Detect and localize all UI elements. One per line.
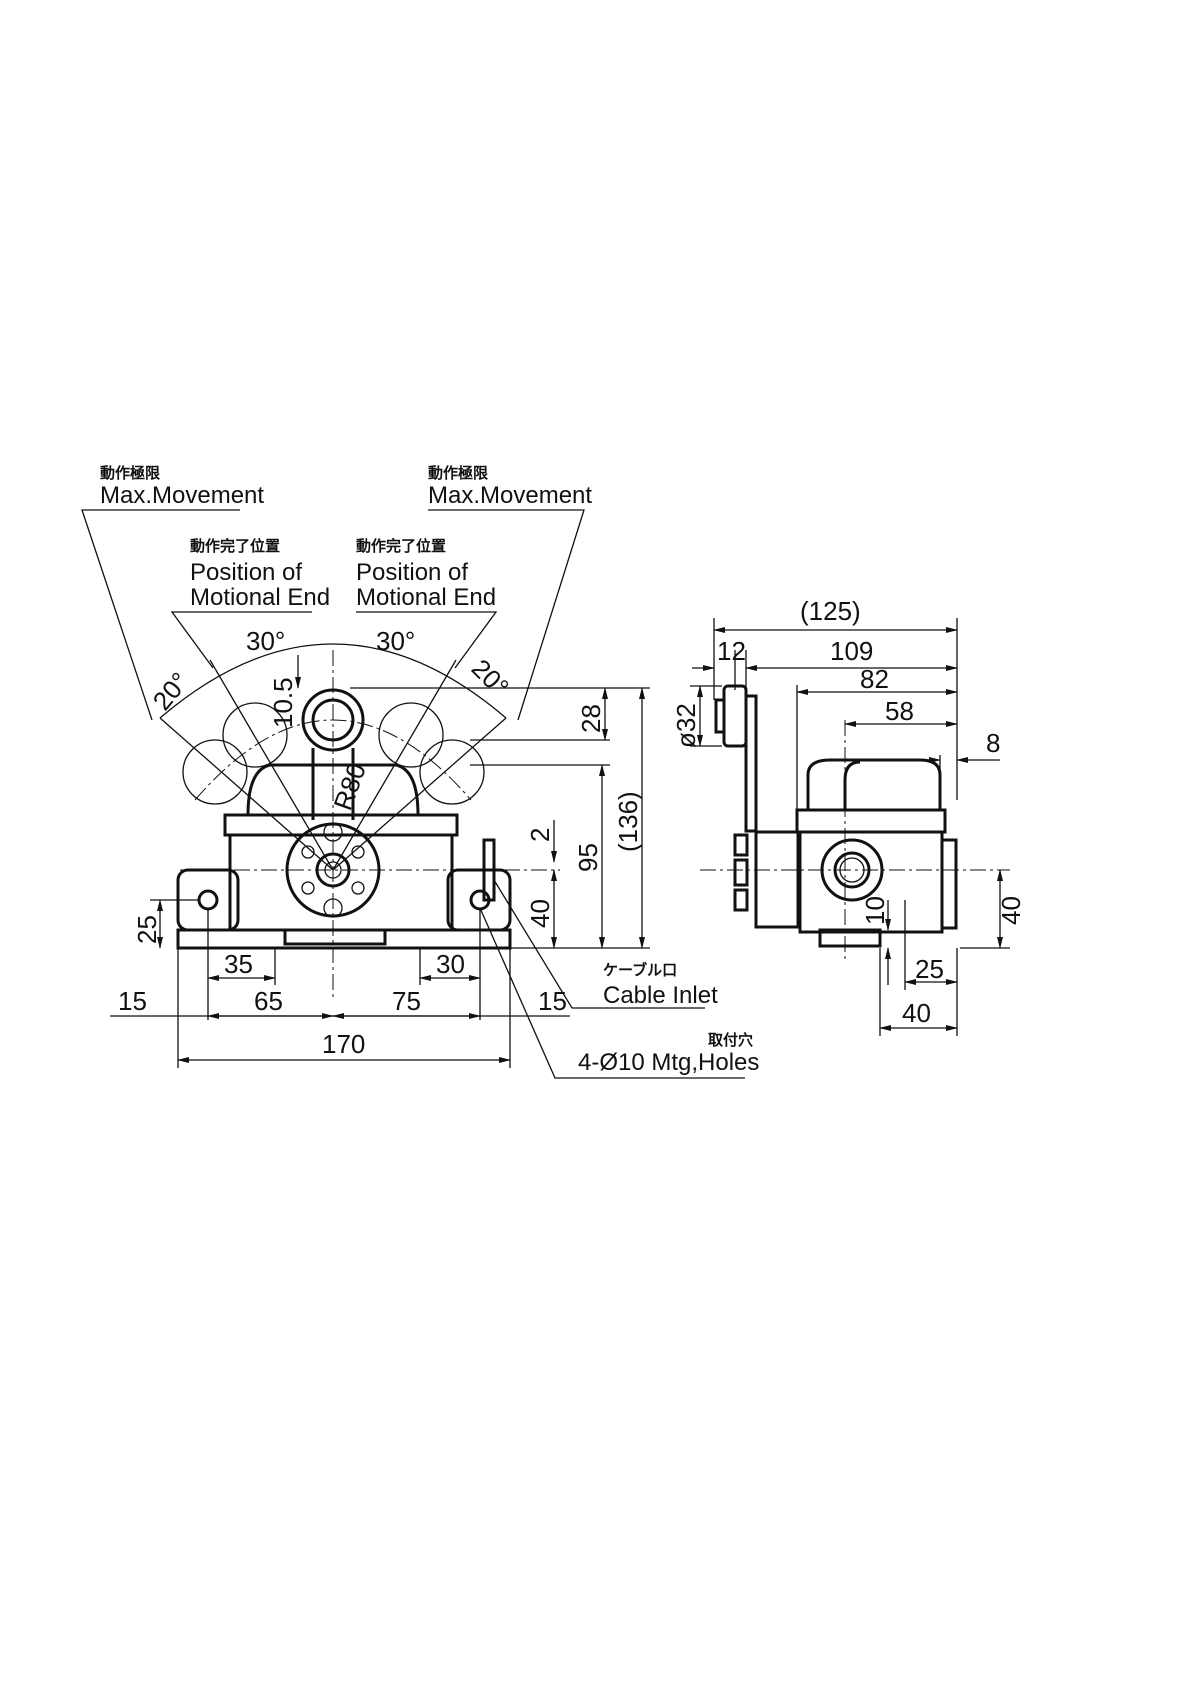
angle-arc (159, 643, 507, 719)
label-jp: 動作極限 (428, 464, 488, 482)
motional-end-label-right: 動作完了位置 Position of Motional End (356, 537, 498, 669)
roller-max-left (182, 739, 248, 805)
mtg-holes-label-jp: 取付穴 (708, 1031, 753, 1049)
label-jp: 動作完了位置 (190, 537, 280, 555)
dim-58: 58 (885, 696, 914, 726)
cable-inlet-label-jp: ケーブル口 (603, 961, 677, 979)
dim-phi32: ø32 (671, 703, 701, 748)
dim-15-left: 15 (118, 986, 147, 1016)
mounting-hole (197, 889, 219, 911)
label-en-2: Motional End (356, 584, 496, 611)
angle-30-left: 30° (246, 626, 285, 656)
roller-end-left (222, 702, 288, 768)
dim-125: (125) (800, 596, 861, 626)
dim-10-5: 10.5 (268, 677, 298, 728)
label-en-2: Motional End (190, 584, 330, 611)
max-movement-label-left: 動作極限 Max.Movement (81, 464, 264, 721)
dim-15-right: 15 (538, 986, 567, 1016)
label-en-1: Position of (190, 559, 302, 586)
label-en: Max.Movement (428, 482, 592, 509)
angle-20-right: 20° (466, 653, 515, 702)
angle-30-right: 30° (376, 626, 415, 656)
side-view: (125) 12 109 82 58 8 ø32 40 10 25 40 (671, 596, 1026, 1036)
front-view: 30° 30° 20° 20° R80 (110, 626, 759, 1079)
max-movement-label-right: 動作極限 Max.Movement (428, 464, 592, 721)
dim-82: 82 (860, 664, 889, 694)
motional-end-label-left: 動作完了位置 Position of Motional End (170, 537, 330, 669)
dim-40-horizontal: 40 (902, 998, 931, 1028)
roller-center (301, 688, 365, 752)
roller-side (722, 684, 748, 748)
dim-10: 10 (860, 896, 890, 925)
mtg-holes-label-en: 4-Ø10 Mtg,Holes (578, 1049, 759, 1076)
dim-136: (136) (613, 791, 643, 852)
cable-inlet-label-en: Cable Inlet (603, 982, 718, 1009)
dim-12: 12 (717, 636, 746, 666)
radius-r80: R80 (327, 759, 372, 814)
dim-75: 75 (392, 986, 421, 1016)
dim-95: 95 (573, 843, 603, 872)
dim-2: 2 (525, 828, 555, 842)
label-jp: 動作完了位置 (356, 537, 446, 555)
dim-65: 65 (254, 986, 283, 1016)
dim-40-vertical: 40 (996, 896, 1026, 925)
angle-20-left: 20° (147, 666, 195, 715)
label-en: Max.Movement (100, 482, 264, 509)
dim-25-side: 25 (915, 954, 944, 984)
dim-8: 8 (986, 728, 1000, 758)
dim-40: 40 (525, 899, 555, 928)
label-jp: 動作極限 (100, 464, 160, 482)
dim-170: 170 (322, 1029, 365, 1059)
dim-35: 35 (224, 949, 253, 979)
dim-30: 30 (436, 949, 465, 979)
roller-max-right (419, 739, 485, 805)
dim-28: 28 (576, 704, 606, 733)
dim-25: 25 (132, 915, 162, 944)
dim-109: 109 (830, 636, 873, 666)
roller-end-right (378, 702, 444, 768)
label-en-1: Position of (356, 559, 468, 586)
